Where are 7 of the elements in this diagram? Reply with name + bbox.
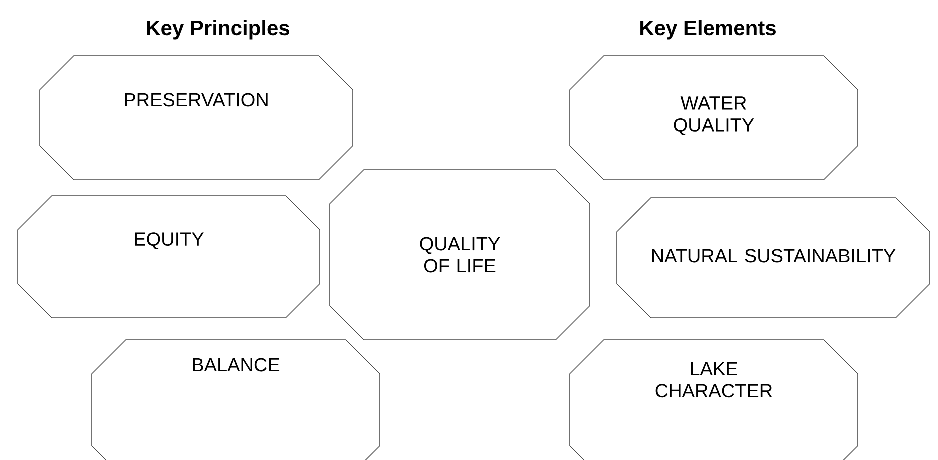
octagon-box: PRESERVATION [40,56,354,180]
octagon-box: WATER QUALITY [570,56,858,180]
octagon-box: QUALITY OF LIFE [330,170,590,340]
octagon-box: NATURAL SUSTAINABILITY [616,198,930,318]
octagon-box: LAKE CHARACTER [570,340,858,460]
octagon-box: EQUITY [18,196,320,318]
octagon-box: BALANCE [92,340,380,460]
